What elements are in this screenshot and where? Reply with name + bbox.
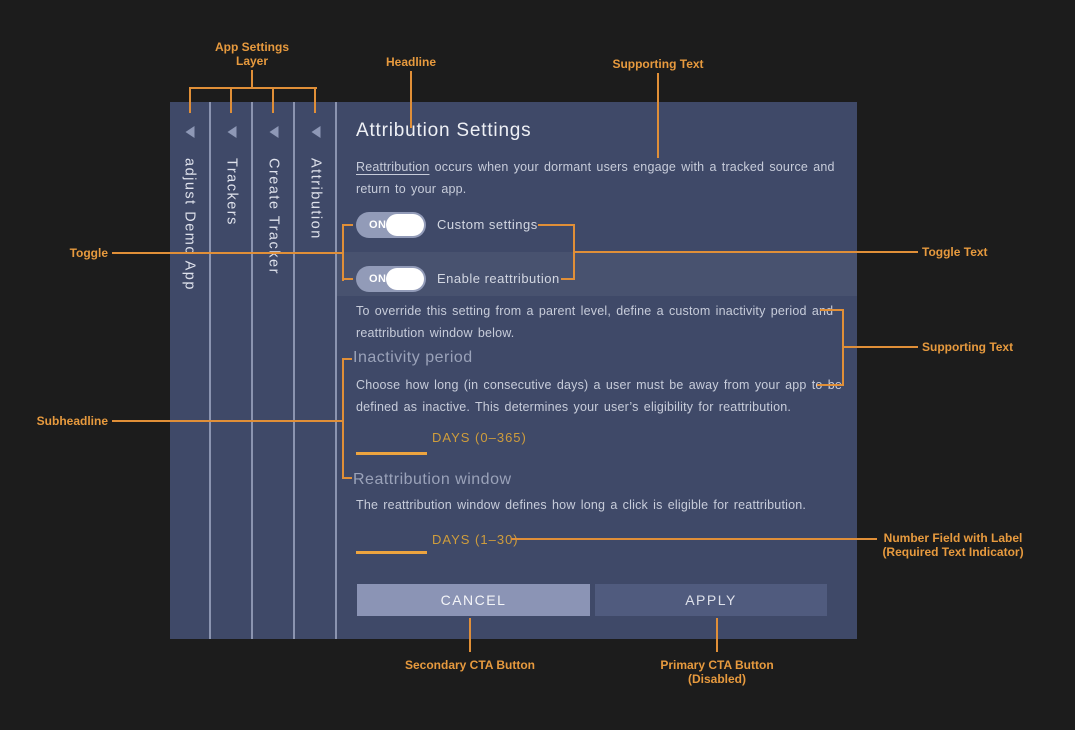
annotation-line bbox=[538, 224, 575, 226]
annotation-supporting-text-top: Supporting Text bbox=[612, 57, 704, 71]
annotation-line bbox=[844, 346, 918, 348]
tab-label: adjust Demo App bbox=[181, 158, 198, 291]
tab-attribution[interactable]: Attribution bbox=[296, 102, 335, 639]
reattribution-days-field-label: DAYS (1–30) bbox=[432, 532, 519, 547]
inactivity-days-field-label: DAYS (0–365) bbox=[432, 430, 527, 445]
inactivity-desc-line2: defined as inactive. This determines you… bbox=[356, 400, 792, 414]
annotation-bracket bbox=[573, 224, 575, 280]
annotation-bracket bbox=[342, 224, 344, 281]
annotation-line bbox=[112, 252, 343, 254]
back-arrow-icon bbox=[227, 126, 236, 138]
reattribution-days-input[interactable] bbox=[356, 551, 427, 554]
annotation-line bbox=[272, 88, 274, 113]
apply-button[interactable]: APPLY bbox=[595, 584, 827, 616]
reattribution-window-description: The reattribution window defines how lon… bbox=[356, 498, 807, 512]
annotation-line bbox=[314, 88, 316, 113]
annotation-line bbox=[342, 358, 352, 360]
tab-divider bbox=[293, 102, 295, 639]
back-arrow-icon bbox=[269, 126, 278, 138]
back-arrow-icon bbox=[185, 126, 194, 138]
annotation-bracket bbox=[342, 358, 344, 479]
annotation-line bbox=[820, 309, 844, 311]
annotation-headline: Headline bbox=[385, 55, 436, 69]
enable-reattribution-toggle[interactable]: ON bbox=[356, 266, 426, 292]
annotation-line bbox=[189, 87, 317, 89]
annotation-app-settings-layer: App Settings Layer bbox=[215, 40, 289, 68]
intro-text-rest: occurs when your dormant users engage wi… bbox=[429, 160, 835, 174]
annotation-secondary-cta: Secondary CTA Button bbox=[404, 658, 535, 672]
tab-create-tracker[interactable]: Create Tracker bbox=[254, 102, 293, 639]
inactivity-period-description: Choose how long (in consecutive days) a … bbox=[356, 374, 842, 418]
annotation-bracket bbox=[842, 309, 844, 386]
tab-divider bbox=[251, 102, 253, 639]
override-text-line2: reattribution window below. bbox=[356, 326, 515, 340]
tab-divider bbox=[335, 102, 337, 639]
annotation-line bbox=[342, 477, 352, 479]
reattribution-window-subheadline: Reattribution window bbox=[353, 471, 512, 488]
annotation-line bbox=[561, 278, 575, 280]
custom-settings-label: Custom settings bbox=[437, 217, 538, 232]
annotation-line bbox=[657, 73, 659, 158]
tab-trackers[interactable]: Trackers bbox=[212, 102, 251, 639]
tab-label: Create Tracker bbox=[265, 158, 282, 275]
tab-divider bbox=[209, 102, 211, 639]
override-text-line1: To override this setting from a parent l… bbox=[356, 304, 834, 318]
toggle-knob bbox=[386, 268, 424, 290]
annotation-subheadline: Subheadline bbox=[36, 414, 108, 428]
annotation-line bbox=[410, 71, 412, 128]
tab-label: Attribution bbox=[307, 158, 324, 240]
annotation-line bbox=[230, 88, 232, 113]
annotation-line bbox=[342, 278, 353, 280]
tab-label: Trackers bbox=[223, 158, 240, 226]
custom-settings-toggle[interactable]: ON bbox=[356, 212, 426, 238]
annotation-toggle-text: Toggle Text bbox=[922, 245, 988, 259]
intro-text-line2: return to your app. bbox=[356, 182, 467, 196]
back-arrow-icon bbox=[311, 126, 320, 138]
toggle-state-label: ON bbox=[369, 219, 387, 231]
override-text: To override this setting from a parent l… bbox=[356, 300, 833, 344]
annotation-line bbox=[511, 538, 877, 540]
settings-panel: adjust Demo App Trackers Create Tracker … bbox=[170, 102, 857, 639]
enable-reattribution-label: Enable reattribution bbox=[437, 271, 560, 286]
tab-adjust-demo-app[interactable]: adjust Demo App bbox=[170, 102, 209, 639]
annotation-primary-cta: Primary CTA Button (Disabled) bbox=[660, 658, 774, 686]
toggle-state-label: ON bbox=[369, 273, 387, 285]
annotation-line bbox=[817, 384, 844, 386]
annotation-line bbox=[342, 224, 353, 226]
annotation-line bbox=[112, 420, 343, 422]
annotation-line bbox=[251, 70, 253, 88]
annotation-number-field: Number Field with Label (Required Text I… bbox=[882, 531, 1024, 559]
annotation-supporting-text-right: Supporting Text bbox=[922, 340, 1014, 354]
intro-text: Reattribution occurs when your dormant u… bbox=[356, 156, 835, 200]
annotation-line bbox=[469, 618, 471, 652]
annotation-line bbox=[716, 618, 718, 652]
page-title: Attribution Settings bbox=[356, 120, 532, 141]
annotation-toggle: Toggle bbox=[69, 246, 108, 260]
inactivity-days-input[interactable] bbox=[356, 452, 427, 455]
toggle-knob bbox=[386, 214, 424, 236]
inactivity-desc-line1: Choose how long (in consecutive days) a … bbox=[356, 378, 843, 392]
annotation-line bbox=[189, 88, 191, 113]
cancel-button[interactable]: CANCEL bbox=[357, 584, 590, 616]
inactivity-period-subheadline: Inactivity period bbox=[353, 349, 473, 366]
reattribution-link[interactable]: Reattribution bbox=[356, 160, 430, 174]
annotation-line bbox=[575, 251, 918, 253]
